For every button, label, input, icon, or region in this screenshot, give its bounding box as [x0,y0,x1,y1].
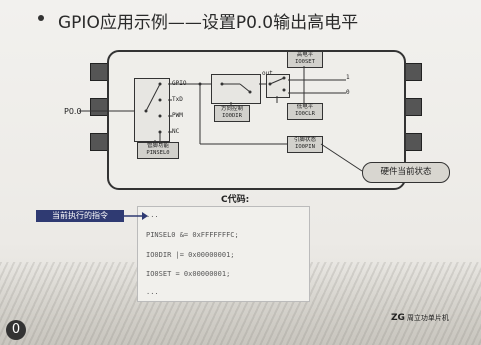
page-number: 0 [6,320,26,340]
